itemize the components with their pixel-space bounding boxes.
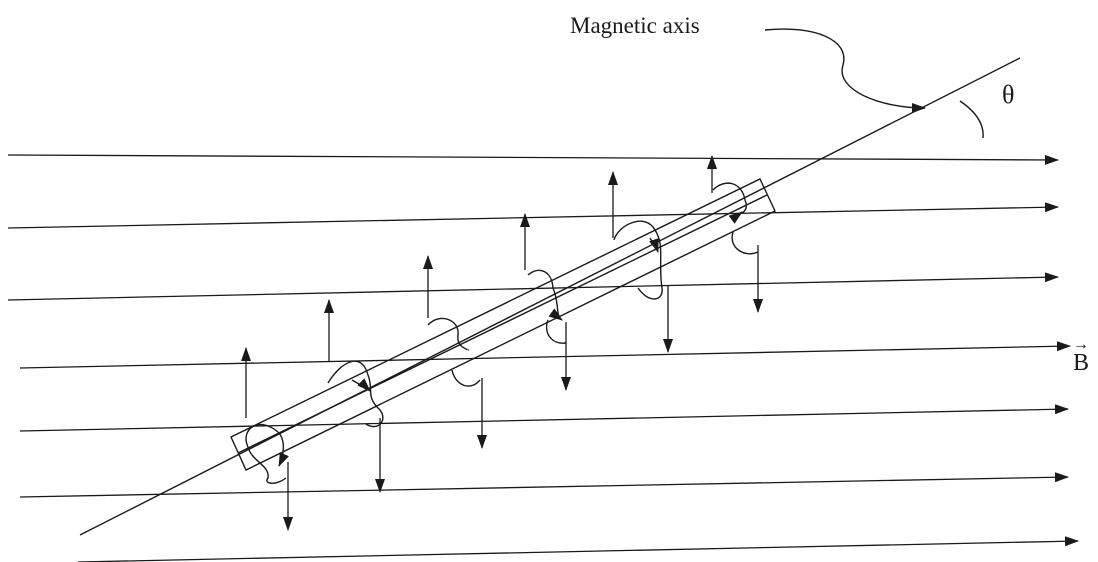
- axis-callout-arrow: [764, 28, 926, 113]
- current-loop-5-back: [649, 237, 659, 253]
- current-loop-6: [712, 182, 747, 224]
- current-loops: [245, 182, 759, 484]
- field-line-3: [7, 272, 1059, 301]
- field-line-6: [19, 472, 1069, 498]
- bar-rectangle: [230, 178, 776, 471]
- field-label: B: [1073, 350, 1089, 376]
- current-loop-4: [527, 269, 563, 321]
- current-loop-1: [245, 423, 287, 484]
- field-line-4: [19, 341, 1071, 369]
- field-line-7: [77, 536, 1079, 562]
- current-loop-1-back: [277, 431, 289, 467]
- current-loop-2-back: [351, 378, 371, 392]
- force-arrows-down: [283, 245, 763, 531]
- magnetic-axis-line: [79, 57, 1021, 536]
- current-loop-3-front: [451, 369, 481, 387]
- current-loop-3: [427, 317, 469, 351]
- field-line-5: [19, 404, 1069, 432]
- axis-label: Magnetic axis: [570, 13, 700, 38]
- field-line-1: [7, 154, 1059, 165]
- current-loop-4-front: [546, 319, 567, 344]
- field-vector-mark: →: [1073, 336, 1089, 353]
- force-arrows-up: [241, 155, 717, 418]
- current-loop-5: [613, 220, 663, 300]
- current-loop-6-front: [731, 231, 759, 255]
- angle-label: θ: [1002, 80, 1014, 109]
- field-lines: [7, 154, 1079, 562]
- field-line-2: [7, 202, 1059, 229]
- angle-arc: [959, 100, 984, 139]
- bar-center-line: [237, 194, 768, 454]
